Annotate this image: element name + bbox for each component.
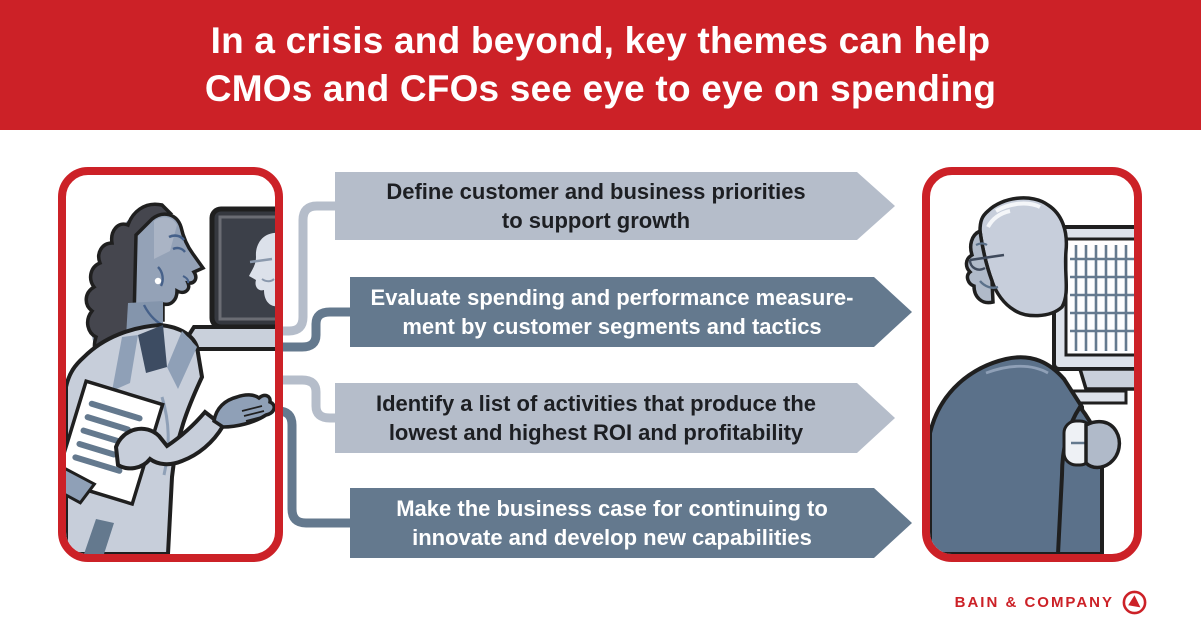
connector-theme-1: [264, 201, 345, 336]
theme-3-line-2: lowest and highest ROI and profitability: [388, 420, 804, 445]
theme-3-line-1: Identify a list of activities that produ…: [375, 391, 817, 416]
title-line-2: CMOs and CFOs see eye to eye on spending: [204, 68, 997, 109]
man-figure: [930, 196, 1122, 554]
theme-banner-3: Identify a list of activities that produ…: [335, 383, 895, 453]
bain-logo: BAIN & COMPANY: [955, 589, 1147, 615]
bain-logo-text: BAIN & COMPANY: [954, 593, 1114, 611]
title-line-1: In a crisis and beyond, key themes can h…: [210, 20, 991, 61]
monitor-icon: [1052, 225, 1134, 405]
woman-figure: [66, 202, 275, 554]
cfo-illustration: [930, 196, 1134, 554]
connector-theme-3: [264, 375, 345, 423]
theme-2-line-1: Evaluate spending and performance measur…: [370, 285, 854, 310]
glasses-icon: [968, 253, 1005, 271]
header-banner: In a crisis and beyond, key themes can h…: [0, 0, 1201, 130]
connector-theme-4: [264, 406, 360, 528]
theme-banner-1: Define customer and business priorities …: [335, 172, 895, 240]
theme-1-line-1: Define customer and business priorities: [386, 179, 806, 204]
theme-1-line-2: to support growth: [501, 208, 691, 233]
cmo-figure-card: [58, 167, 283, 562]
laptop-icon: [176, 206, 275, 351]
spreadsheet-grid: [1070, 245, 1134, 351]
cfo-figure-card: [922, 167, 1142, 562]
theme-2-line-2: ment by customer segments and tactics: [402, 314, 822, 339]
theme-banner-2: Evaluate spending and performance measur…: [350, 277, 912, 347]
document-icon: [66, 378, 165, 507]
theme-4-line-2: innovate and develop new capabilities: [412, 525, 812, 550]
bain-compass-icon: [1122, 590, 1147, 614]
cmo-illustration: [66, 202, 275, 554]
theme-banner-4: Make the business case for continuing to…: [350, 488, 912, 558]
connector-theme-2: [264, 307, 360, 352]
theme-4-line-1: Make the business case for continuing to: [396, 496, 828, 521]
